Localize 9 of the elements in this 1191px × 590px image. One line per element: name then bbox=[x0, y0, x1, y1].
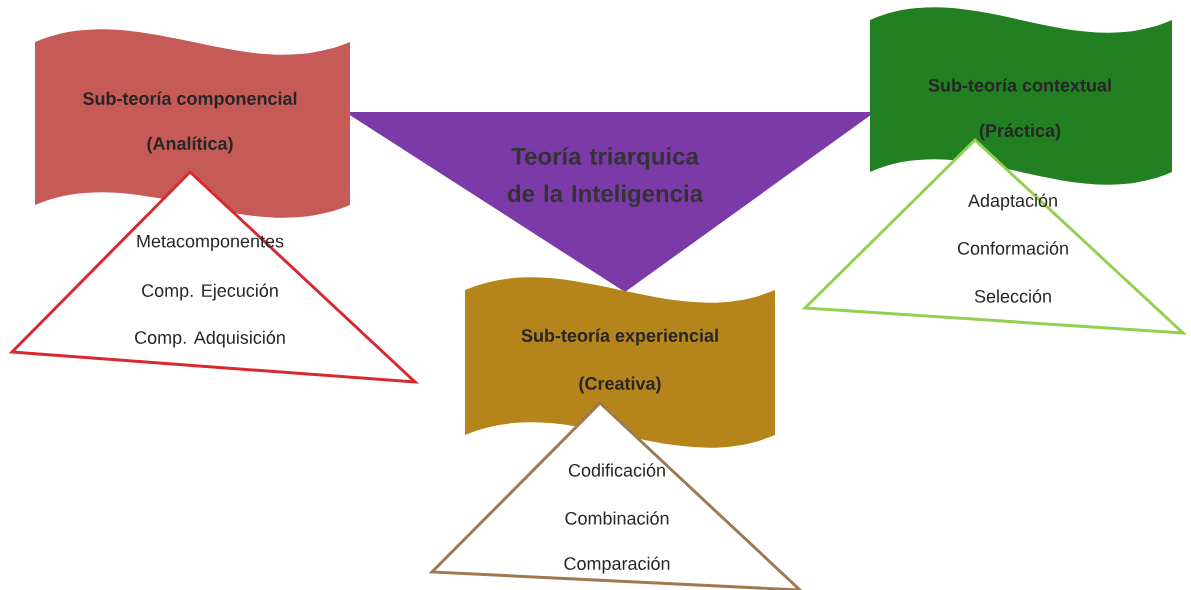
node-label: Combinación bbox=[565, 511, 669, 525]
node-label: Codificación bbox=[568, 463, 665, 477]
inverted-triangle: Teoría triarquica de la Inteligencia bbox=[345, 112, 875, 292]
node-label: Conformación bbox=[957, 241, 1068, 255]
node-label: Comparación bbox=[564, 556, 670, 574]
wave-banner: Sub-teoría contextual (Práctica) bbox=[870, 7, 1172, 185]
node-label: Selección bbox=[974, 289, 1051, 303]
wave-banner: Sub-teoría componencial (Analítica) bbox=[35, 29, 350, 218]
wave-banner: Sub-teoría experiencial (Creativa) bbox=[465, 277, 775, 448]
